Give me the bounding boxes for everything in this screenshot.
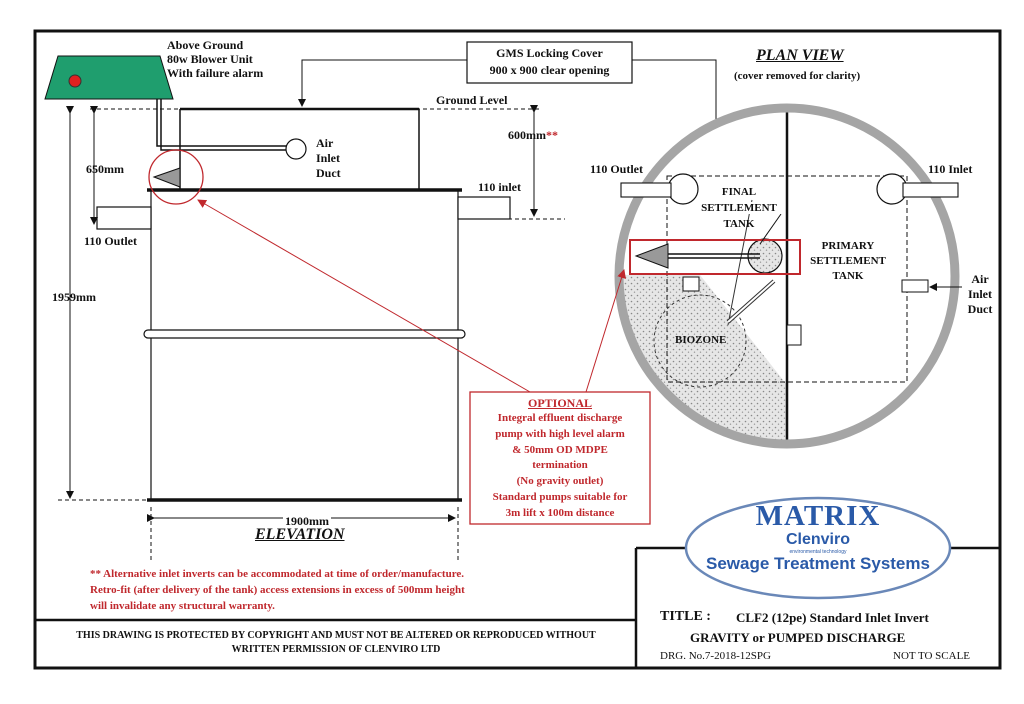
note-line-2: Retro-fit (after delivery of the tank) a… (90, 584, 465, 596)
elevation-view (44, 41, 720, 560)
title-subtitle: GRAVITY or PUMPED DISCHARGE (690, 630, 906, 645)
air-inlet-line-1: Air (316, 136, 334, 150)
plan-view (614, 103, 962, 449)
plan-air-line-2: Inlet (968, 287, 992, 301)
dim-600-value: 600mm (508, 128, 546, 142)
plan-pump-chamber (747, 238, 783, 274)
title-value: CLF2 (12pe) Standard Inlet Invert (736, 610, 929, 625)
primary-tank-line-2: SETTLEMENT (810, 255, 886, 267)
air-pipe (156, 99, 294, 151)
note-line-1: ** Alternative inlet inverts can be acco… (90, 568, 465, 580)
logo-sts: Sewage Treatment Systems (706, 554, 930, 573)
elevation-title: ELEVATION (255, 526, 345, 543)
biozone-label: BIOZONE (675, 334, 727, 346)
optional-title: OPTIONAL (527, 396, 592, 410)
elevation-pump-highlight (148, 149, 204, 205)
air-inlet-duct-circle (285, 138, 307, 160)
dim-1900-label: 1900mm (283, 514, 331, 529)
final-tank-line-3: TANK (723, 218, 755, 230)
drawing-border (33, 29, 1002, 670)
air-inlet-line-3: Duct (316, 166, 341, 180)
elevation-pump (152, 167, 181, 188)
plan-pump (634, 243, 669, 269)
optional-box (469, 391, 651, 525)
primary-tank-line-3: TANK (832, 270, 864, 282)
optional-line-5: (No gravity outlet) (516, 475, 604, 487)
dim-600-asterisks: ** (546, 128, 558, 142)
elevation-outlet-label: 110 Outlet (84, 234, 137, 248)
plan-pump-highlight (629, 239, 801, 275)
optional-line-7: 3m lift x 100m distance (505, 507, 615, 519)
primary-tank-line-1: PRIMARY (821, 240, 875, 252)
blower-unit (44, 55, 174, 100)
optional-line-2: pump with high level alarm (495, 428, 625, 440)
blower-label-line-2: 80w Blower Unit (167, 52, 253, 66)
blower-label-line-3: With failure alarm (167, 66, 264, 80)
logo-tagline: environmental technology (789, 549, 847, 555)
air-inlet-line-2: Inlet (316, 151, 340, 165)
tank-rib (143, 329, 466, 339)
cover-label-line-1: GMS Locking Cover (496, 46, 603, 60)
plan-outlet-riser (667, 173, 699, 205)
final-tank-line-1: FINAL (721, 186, 757, 198)
plan-outlet-pipe (620, 182, 672, 198)
dim-650-label: 650mm (86, 162, 124, 176)
elevation-outlet-pipe (96, 206, 152, 230)
plan-view-subtitle: (cover removed for clarity) (734, 70, 861, 82)
optional-line-1: Integral effluent discharge (497, 412, 623, 424)
plan-view-title: PLAN VIEW (756, 47, 844, 64)
blower-label-line-1: Above Ground (167, 38, 244, 52)
logo-clenviro: Clenviro (785, 531, 850, 548)
dim-1959-label: 1959mm (52, 290, 96, 304)
logo-ellipse (684, 496, 952, 600)
title-block (35, 496, 1000, 668)
scale-note: NOT TO SCALE (893, 650, 971, 662)
optional-line-3: & 50mm OD MDPE (512, 444, 608, 456)
biozone-circle (653, 294, 747, 388)
optional-line-4: termination (532, 459, 588, 471)
plan-inlet-pipe (902, 182, 959, 198)
note-line-3: will invalidate any structural warranty. (90, 600, 275, 612)
dim-600-label: 600mm** (508, 128, 558, 143)
copyright-line-1: THIS DRAWING IS PROTECTED BY COPYRIGHT A… (76, 630, 596, 641)
ground-level-label: Ground Level (436, 93, 508, 107)
plan-air-line-3: Duct (967, 302, 993, 316)
cover-label-box (466, 41, 633, 84)
drawing-number: DRG. No.7-2018-12SPG (660, 650, 771, 662)
final-tank-line-2: SETTLEMENT (695, 202, 783, 214)
logo-matrix: MATRIX (755, 500, 881, 532)
blower-alarm-light (68, 74, 82, 88)
cover-label-line-2: 900 x 900 clear opening (489, 63, 610, 77)
title-label: TITLE : (660, 609, 711, 624)
plan-air-line-1: Air (971, 272, 989, 286)
copyright-line-2: WRITTEN PERMISSION OF CLENVIRO LTD (231, 644, 441, 655)
elevation-inlet-pipe (457, 196, 511, 220)
optional-line-6: Standard pumps suitable for (492, 491, 628, 503)
elevation-inlet-label: 110 inlet (478, 180, 522, 194)
plan-outlet-label: 110 Outlet (590, 162, 643, 176)
plan-inlet-label: 110 Inlet (928, 162, 973, 176)
